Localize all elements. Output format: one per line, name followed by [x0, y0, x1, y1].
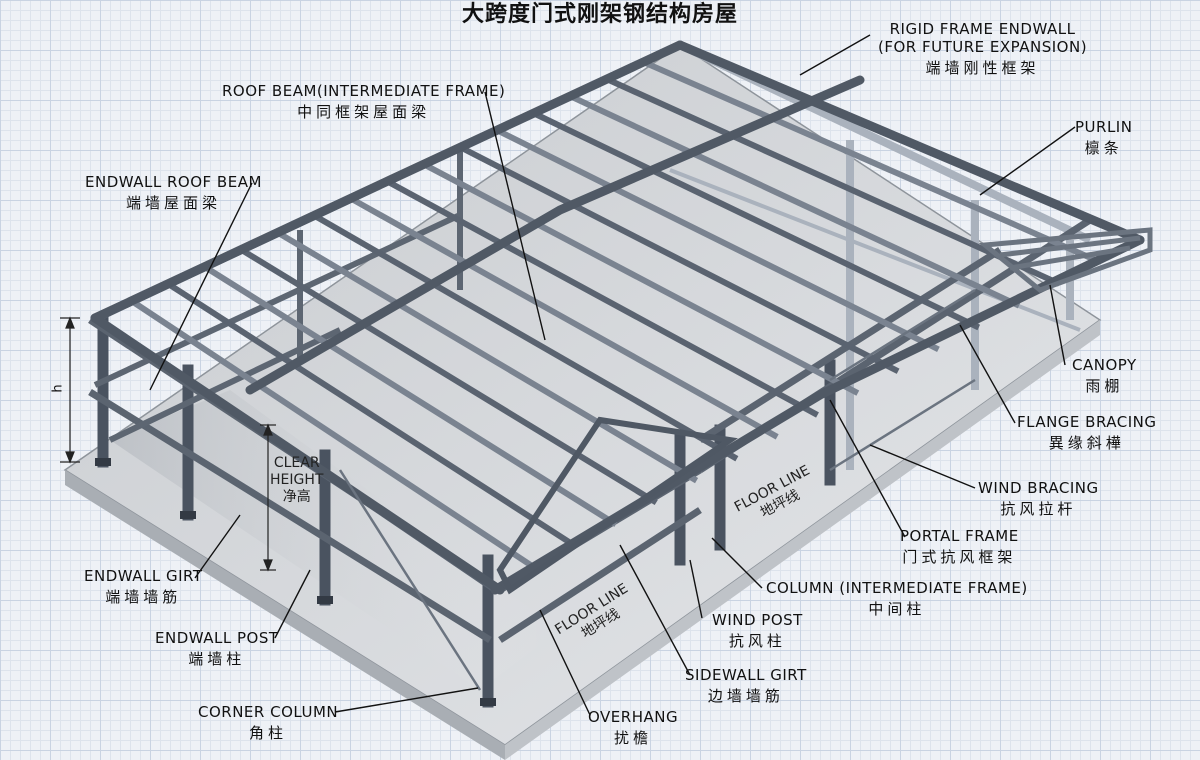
column-bases — [95, 458, 496, 706]
label-column-intermediate: COLUMN (INTERMEDIATE FRAME) 中间柱 — [766, 579, 1028, 618]
label-wind-bracing: WIND BRACING 抗风拉杆 — [978, 479, 1099, 518]
label-roof-beam-en: ROOF BEAM(INTERMEDIATE FRAME) — [222, 82, 506, 100]
height-mark: h — [50, 384, 66, 393]
purlin — [276, 230, 699, 484]
label-flange-bracing-zh: 異缘斜樺 — [1048, 434, 1125, 452]
purlin — [459, 144, 900, 374]
label-endwall-roof-beam-en: ENDWALL ROOF BEAM — [85, 173, 262, 191]
label-endwall-girt-zh: 端墙墙筋 — [105, 588, 182, 606]
label-flange-bracing-en: FLANGE BRACING — [1017, 413, 1157, 431]
label-endwall-post-zh: 端墙柱 — [188, 650, 246, 668]
label-sidewall-girt-zh: 边墙墙筋 — [707, 687, 784, 705]
label-portal-frame: PORTAL FRAME 门式抗风框架 — [900, 527, 1019, 566]
label-rigid-frame-endwall-en2: (FOR FUTURE EXPANSION) — [878, 38, 1088, 56]
label-column-intermediate-zh: 中间柱 — [868, 600, 926, 618]
purlin — [532, 110, 981, 331]
label-rigid-frame-endwall: RIGID FRAME ENDWALL (FOR FUTURE EXPANSIO… — [878, 20, 1087, 77]
purlin — [312, 213, 739, 462]
label-endwall-girt-en: ENDWALL GIRT — [84, 567, 203, 585]
purlin — [495, 127, 940, 353]
label-sidewall-girt-en: SIDEWALL GIRT — [685, 666, 807, 684]
page-title: 大跨度门式刚架钢结构房屋 — [461, 2, 738, 27]
label-portal-frame-zh: 门式抗风框架 — [902, 548, 1017, 566]
label-wind-bracing-zh: 抗风拉杆 — [1000, 500, 1077, 518]
purlin — [605, 76, 1061, 287]
overhang — [496, 416, 738, 595]
label-flange-bracing: FLANGE BRACING 異缘斜樺 — [1017, 413, 1157, 452]
label-endwall-post: ENDWALL POST 端墙柱 — [155, 629, 279, 668]
label-roof-beam-zh: 中同框架屋面梁 — [297, 103, 431, 121]
label-purlin-en: PURLIN — [1075, 118, 1133, 136]
canopy — [978, 227, 1153, 293]
leader-lines — [149, 34, 1076, 716]
purlin — [239, 247, 658, 506]
label-column-intermediate-en: COLUMN (INTERMEDIATE FRAME) — [766, 579, 1028, 597]
label-rigid-frame-endwall-zh: 端墙刚性框架 — [925, 59, 1040, 77]
label-wind-post: WIND POST 抗风柱 — [712, 611, 803, 650]
purlin — [642, 59, 1101, 265]
label-canopy: CANOPY 雨棚 — [1072, 356, 1137, 395]
label-wind-bracing-en: WIND BRACING — [978, 479, 1099, 497]
label-endwall-girt: ENDWALL GIRT 端墙墙筋 — [84, 567, 203, 606]
label-purlin-zh: 檩条 — [1084, 139, 1123, 157]
purlin — [166, 281, 578, 549]
label-purlin: PURLIN 檩条 — [1075, 118, 1132, 157]
label-roof-beam: ROOF BEAM(INTERMEDIATE FRAME) 中同框架屋面梁 — [222, 82, 505, 121]
purlin — [386, 178, 819, 418]
purlin — [349, 195, 779, 440]
label-portal-frame-en: PORTAL FRAME — [900, 527, 1019, 545]
label-endwall-roof-beam: ENDWALL ROOF BEAM 端墙屋面梁 — [85, 173, 262, 212]
label-canopy-en: CANOPY — [1072, 356, 1137, 374]
purlin — [422, 161, 860, 396]
label-endwall-post-en: ENDWALL POST — [155, 629, 279, 647]
wind-bracing — [338, 288, 976, 691]
label-corner-column-zh: 角柱 — [249, 724, 288, 742]
label-clear-height-en2: HEIGHT — [270, 472, 324, 488]
label-overhang-zh: 扰檐 — [614, 729, 653, 747]
purlin — [129, 298, 537, 571]
label-rigid-frame-endwall-en: RIGID FRAME ENDWALL — [889, 20, 1076, 38]
label-corner-column-en: CORNER COLUMN — [198, 703, 339, 721]
label-sidewall-girt: SIDEWALL GIRT 边墙墙筋 — [685, 666, 807, 705]
height-dimension — [60, 316, 80, 464]
label-clear-height: CLEAR HEIGHT 净高 — [270, 455, 323, 506]
label-canopy-zh: 雨棚 — [1085, 377, 1124, 395]
label-wind-post-zh: 抗风柱 — [728, 632, 786, 650]
label-wind-post-en: WIND POST — [712, 611, 803, 629]
label-overhang-en: OVERHANG — [588, 708, 679, 726]
label-endwall-roof-beam-zh: 端墙屋面梁 — [125, 194, 221, 212]
label-clear-height-en: CLEAR — [273, 455, 320, 471]
label-corner-column: CORNER COLUMN 角柱 — [198, 703, 338, 742]
clear-height-dimension — [260, 423, 276, 572]
label-overhang: OVERHANG 扰檐 — [588, 708, 678, 747]
purlin — [569, 93, 1021, 309]
purlin — [203, 264, 618, 527]
label-clear-height-zh: 净高 — [282, 489, 311, 505]
